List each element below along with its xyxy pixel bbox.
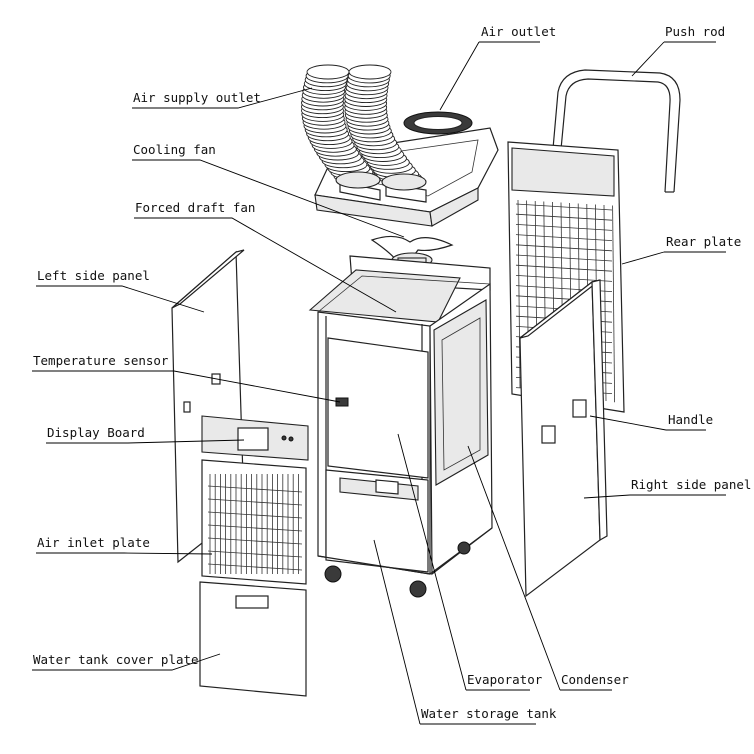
label-left-side-panel: Left side panel xyxy=(37,268,150,283)
handle-right-cutout xyxy=(572,399,587,418)
air-inlet-plate xyxy=(201,459,307,585)
label-condenser: Condenser xyxy=(561,672,629,687)
label-air-inlet-plate: Air inlet plate xyxy=(37,535,150,550)
display-board xyxy=(201,415,309,461)
caster-front-right xyxy=(409,580,427,598)
temperature-sensor xyxy=(335,397,349,407)
right-side-panel xyxy=(519,279,608,598)
caster-rear-right xyxy=(457,541,471,555)
leader-lines xyxy=(32,41,726,725)
label-cooling-fan: Cooling fan xyxy=(133,142,216,157)
label-water-storage-tank: Water storage tank xyxy=(421,706,557,721)
label-right-side-panel: Right side panel xyxy=(631,477,751,492)
label-handle: Handle xyxy=(668,412,713,427)
label-rear-plate: Rear plate xyxy=(666,234,741,249)
label-air-supply-outlet: Air supply outlet xyxy=(133,90,261,105)
label-evaporator: Evaporator xyxy=(467,672,543,687)
label-air-outlet: Air outlet xyxy=(481,24,556,39)
caster-front-left xyxy=(324,565,342,583)
main-frame xyxy=(308,255,493,598)
handle-left-cutout xyxy=(541,425,556,444)
air-outlet-assembly xyxy=(300,64,499,227)
callout-labels: Air outlet Push rod Air supply outlet Co… xyxy=(33,24,751,721)
water-tank-cover-plate xyxy=(199,581,307,697)
cover-handle-slot xyxy=(235,595,269,609)
label-forced-draft-fan: Forced draft fan xyxy=(135,200,255,215)
label-display-board: Display Board xyxy=(47,425,145,440)
display-screen xyxy=(237,427,269,451)
label-push-rod: Push rod xyxy=(665,24,725,39)
label-temperature-sensor: Temperature sensor xyxy=(33,353,169,368)
label-water-tank-cover-plate: Water tank cover plate xyxy=(33,652,199,667)
